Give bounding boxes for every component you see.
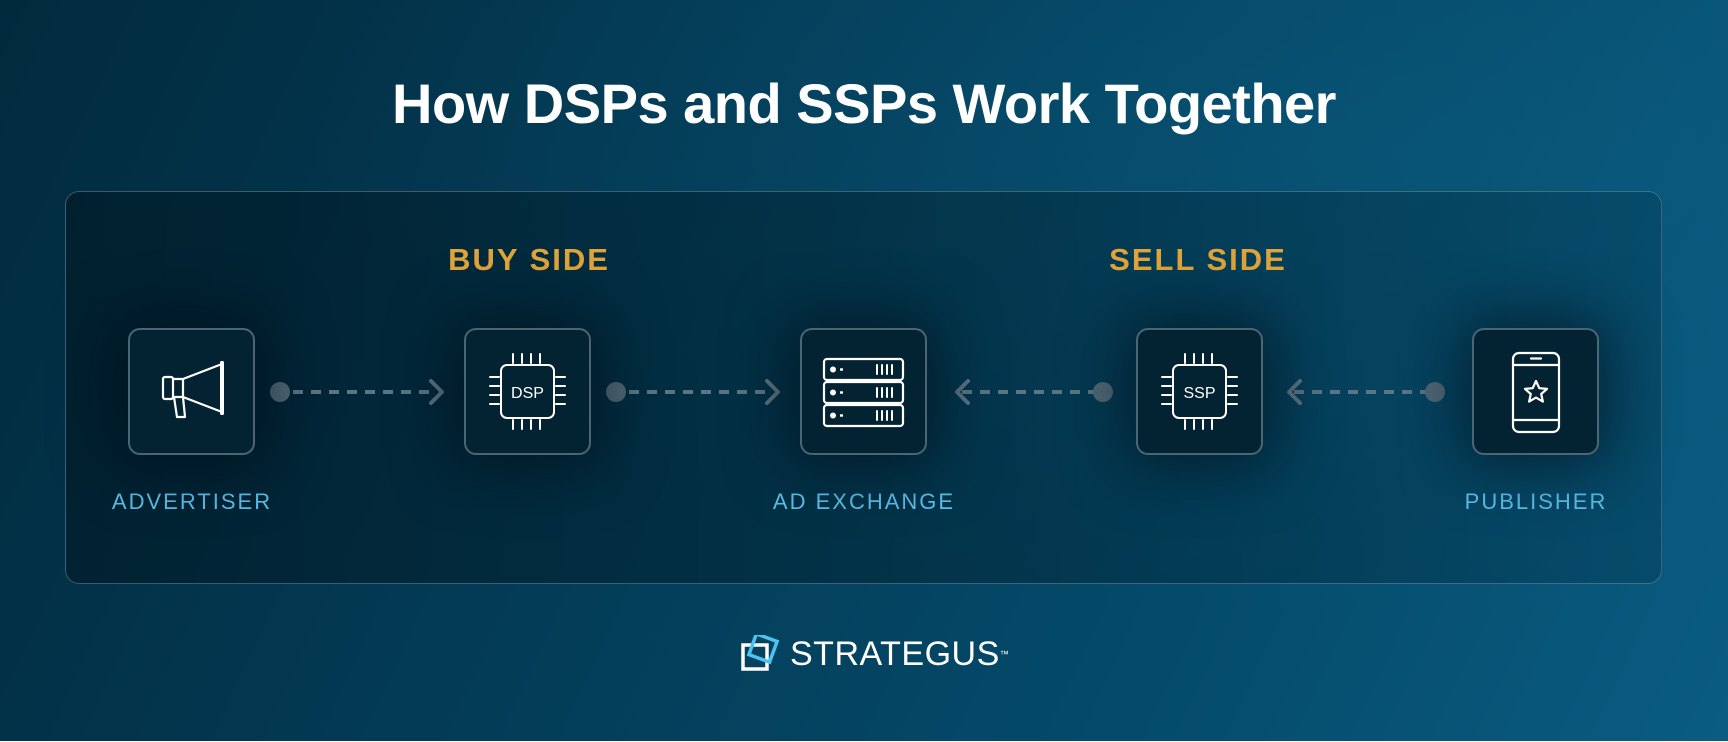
buy-side-label: BUY SIDE [448, 242, 610, 277]
advertiser-node [128, 328, 255, 455]
strategus-logo: STRATEGUS™ [740, 632, 1009, 676]
page-title: How DSPs and SSPs Work Together [392, 72, 1336, 135]
dsp-node: DSP [464, 328, 591, 455]
ad-exchange-node [800, 328, 927, 455]
publisher-label: PUBLISHER [1464, 489, 1608, 514]
server-stack-icon [822, 357, 905, 428]
chip-icon: SSP [1161, 353, 1238, 430]
megaphone-icon [161, 361, 224, 419]
chip-icon: DSP [489, 353, 566, 430]
strategus-logo-icon [741, 635, 780, 671]
ssp-node: SSP [1136, 328, 1263, 455]
brand-name: STRATEGUS™ [790, 635, 1010, 673]
ad-exchange-label: AD EXCHANGE [772, 489, 956, 514]
dsp-chip-text: DSP [511, 385, 544, 402]
publisher-node [1472, 328, 1599, 455]
connector-ssp-to-exchange [955, 379, 1113, 405]
sell-side-label: SELL SIDE [1109, 242, 1287, 277]
ssp-chip-text: SSP [1183, 385, 1215, 402]
smartphone-star-icon [1511, 351, 1561, 434]
advertiser-label: ADVERTISER [111, 489, 273, 514]
connector-advertiser-to-dsp [270, 379, 444, 405]
connector-publisher-to-ssp [1287, 379, 1445, 405]
connector-dsp-to-exchange [606, 379, 780, 405]
